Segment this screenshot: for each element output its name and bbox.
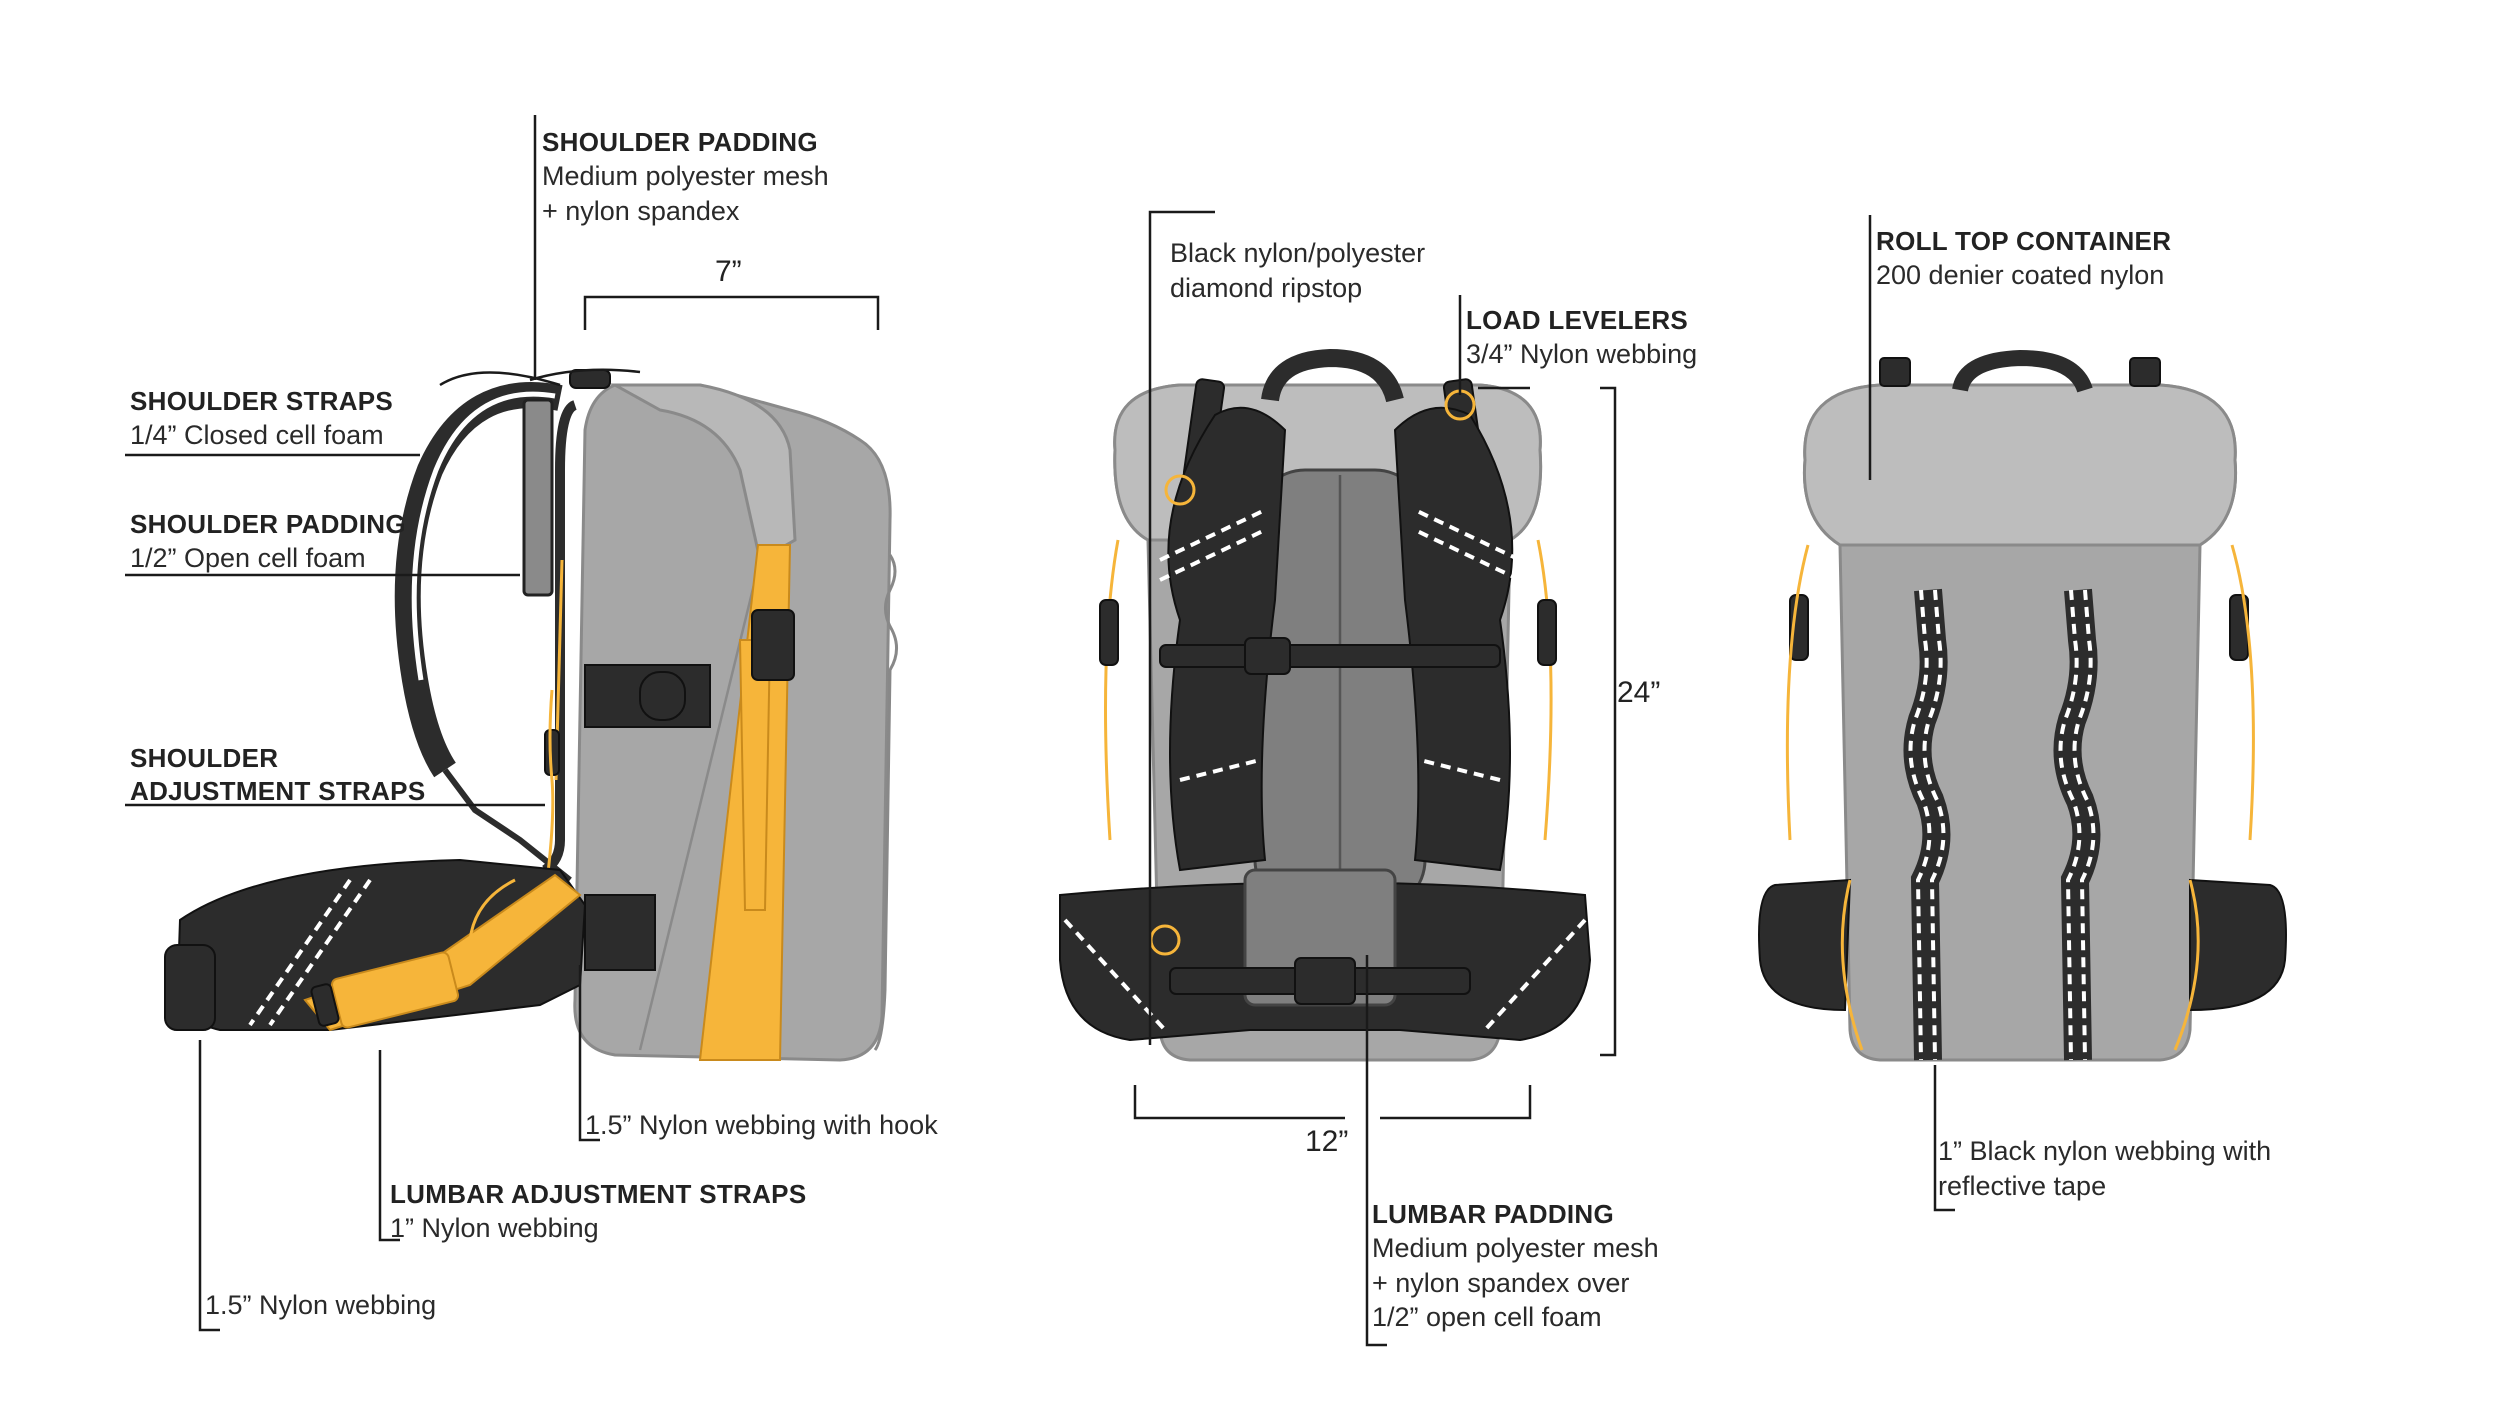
label-detail: 1/2” open cell foam — [1372, 1302, 1602, 1333]
side-compression-strap-lower — [584, 894, 656, 971]
back-view — [1059, 348, 1592, 1062]
label-detail: 1” Black nylon webbing with — [1938, 1136, 2272, 1166]
label-detail: 1/2” Open cell foam — [130, 543, 366, 574]
label-detail: Black nylon/polyester — [1170, 238, 1426, 268]
label-load-levelers: LOAD LEVELERS 3/4” Nylon webbing — [1466, 304, 1697, 372]
leader-lines — [125, 115, 1955, 1347]
front-hip-wing-left — [1758, 878, 1852, 1012]
label-detail: 1” Nylon webbing — [390, 1213, 599, 1244]
label-detail: 3/4” Nylon webbing — [1466, 339, 1698, 370]
front-view — [1758, 349, 2287, 1062]
label-detail: 1/4” Closed cell foam — [130, 420, 384, 451]
label-detail: + nylon spandex over — [1372, 1267, 1630, 1298]
side-bag-rolltop — [609, 383, 797, 563]
dimension-depth: 7” — [715, 255, 742, 288]
label-title: SHOULDER STRAPS — [130, 386, 394, 416]
side-shoulder-padding — [522, 398, 554, 597]
front-hip-wing-right — [2189, 878, 2287, 1012]
label-detail: diamond ripstop — [1170, 272, 1363, 303]
side-hip-belt-end — [164, 944, 216, 1031]
label-title: SHOULDER PADDING — [130, 509, 406, 539]
label-detail: 1.5” Nylon webbing — [205, 1290, 437, 1320]
label-title: SHOULDER — [130, 743, 279, 773]
label-shoulder-adjustment-straps: SHOULDER ADJUSTMENT STRAPS — [130, 742, 425, 809]
front-webbing-left — [1903, 588, 1951, 1061]
front-webbing-right — [2053, 588, 2101, 1061]
label-detail: 200 denier coated nylon — [1876, 260, 2165, 291]
label-lumbar-padding: LUMBAR PADDING Medium polyester mesh + n… — [1372, 1198, 1659, 1335]
dimension-height: 24” — [1617, 676, 1661, 709]
label-ripstop: Black nylon/polyester diamond ripstop — [1170, 236, 1425, 305]
label-shoulder-padding-foam: SHOULDER PADDING 1/2” Open cell foam — [130, 508, 406, 576]
label-title: LOAD LEVELERS — [1466, 305, 1689, 335]
label-title: SHOULDER PADDING — [542, 127, 818, 157]
side-view — [164, 368, 898, 1062]
label-title: LUMBAR PADDING — [1372, 1199, 1615, 1229]
side-hook-cord — [873, 554, 898, 1051]
label-hip-webbing: 1.5” Nylon webbing — [205, 1288, 436, 1323]
label-detail: 1.5” Nylon webbing with hook — [585, 1110, 938, 1140]
label-detail: reflective tape — [1938, 1170, 2107, 1201]
side-frame — [542, 400, 578, 875]
label-detail: Medium polyester mesh — [542, 161, 829, 192]
side-buckle — [751, 609, 795, 681]
label-title: ADJUSTMENT STRAPS — [130, 776, 426, 807]
label-title: ROLL TOP CONTAINER — [1876, 226, 2172, 256]
label-title: LUMBAR ADJUSTMENT STRAPS — [390, 1179, 807, 1209]
label-reflective-webbing: 1” Black nylon webbing with reflective t… — [1938, 1134, 2271, 1203]
label-detail: Medium polyester mesh — [1372, 1233, 1659, 1264]
label-detail: + nylon spandex — [542, 195, 740, 226]
label-roll-top-container: ROLL TOP CONTAINER 200 denier coated nyl… — [1876, 225, 2171, 293]
label-webbing-with-hook: 1.5” Nylon webbing with hook — [585, 1108, 938, 1143]
label-lumbar-adjustment-straps: LUMBAR ADJUSTMENT STRAPS 1” Nylon webbin… — [390, 1178, 806, 1246]
label-shoulder-padding-mesh: SHOULDER PADDING Medium polyester mesh +… — [542, 126, 829, 228]
side-bag-body — [573, 383, 892, 1062]
label-shoulder-straps: SHOULDER STRAPS 1/4” Closed cell foam — [130, 385, 393, 453]
dimension-width: 12” — [1305, 1125, 1349, 1158]
